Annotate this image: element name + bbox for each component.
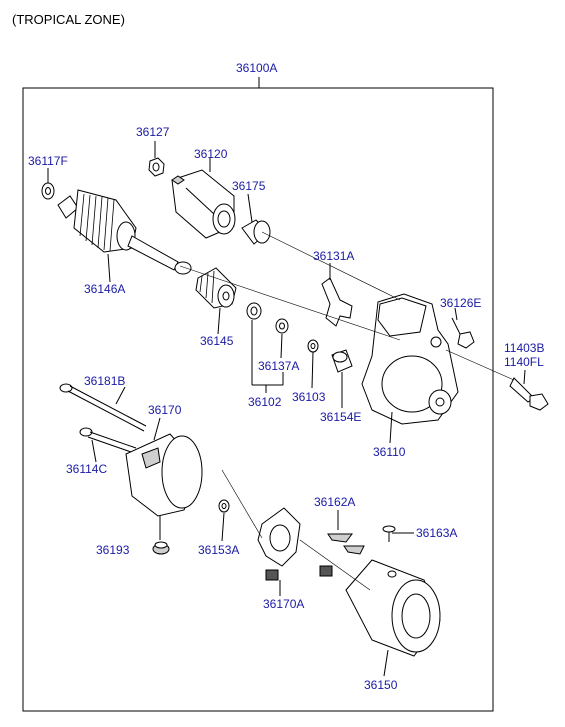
assembly-number-label[interactable]: 36100A [236,61,277,75]
part-36131a-lever[interactable] [321,277,353,327]
part-36175-plunger[interactable] [241,219,271,245]
assembly-frame [22,87,494,712]
tropical-zone-label: (TROPICAL ZONE) [12,12,125,27]
label-36162a[interactable]: 36162A [314,495,355,509]
part-36163a-screw[interactable] [382,525,396,542]
part-36170a-brush-holder[interactable] [257,507,333,581]
part-labels: 36127 36120 36117F 36175 36131A 36146A 3… [28,125,544,692]
part-36193-cap-nut[interactable] [152,541,170,555]
part-36120-solenoid[interactable] [171,169,236,239]
part-36117f-washer[interactable] [41,182,55,200]
label-11403b[interactable]: 11403B [504,341,544,355]
label-36170[interactable]: 36170 [148,403,182,417]
label-36163a[interactable]: 36163A [416,526,457,540]
label-1140fl[interactable]: 1140FL [504,355,544,369]
part-36102-ring[interactable] [246,302,262,320]
label-36110[interactable]: 36110 [373,445,406,459]
label-36120[interactable]: 36120 [194,147,228,161]
label-36193[interactable]: 36193 [96,543,130,557]
part-36181b-long-bolt[interactable] [59,383,147,432]
part-36110-front-housing[interactable] [361,293,459,425]
label-36154e[interactable]: 36154E [320,410,361,424]
part-36127-nut[interactable] [148,157,165,177]
part-36154e-bushing[interactable] [331,349,353,373]
part-36162a-spring[interactable] [327,533,365,555]
label-36102[interactable]: 36102 [248,395,282,409]
part-36103-washer[interactable] [307,339,319,353]
label-36170a[interactable]: 36170A [263,597,304,611]
label-36117f[interactable]: 36117F [28,154,68,168]
label-36146a[interactable]: 36146A [84,282,125,296]
label-36181b[interactable]: 36181B [84,374,125,388]
label-36145[interactable]: 36145 [200,334,234,348]
leader-lines [47,141,526,677]
part-36126e-bolt[interactable] [451,317,475,349]
part-36137a-washer[interactable] [275,318,289,334]
label-36126e[interactable]: 36126E [440,296,481,310]
label-36137a[interactable]: 36137A [258,359,299,373]
label-36127[interactable]: 36127 [136,125,170,139]
part-36146a-armature[interactable] [57,189,192,275]
label-36150[interactable]: 36150 [364,678,398,692]
label-36131a[interactable]: 36131A [313,249,354,263]
part-36150-yoke[interactable] [345,559,441,657]
label-36153a[interactable]: 36153A [198,543,239,557]
part-11403b-bolt[interactable] [509,377,549,411]
label-36175[interactable]: 36175 [232,179,266,193]
part-36145-drive-gear[interactable] [195,267,237,309]
label-36114c[interactable]: 36114C [66,462,107,476]
part-36114c-screw[interactable] [79,427,137,454]
part-36170-rear-cover[interactable] [125,433,203,517]
part-36153a-washer[interactable] [218,499,230,513]
label-36103[interactable]: 36103 [292,390,326,404]
